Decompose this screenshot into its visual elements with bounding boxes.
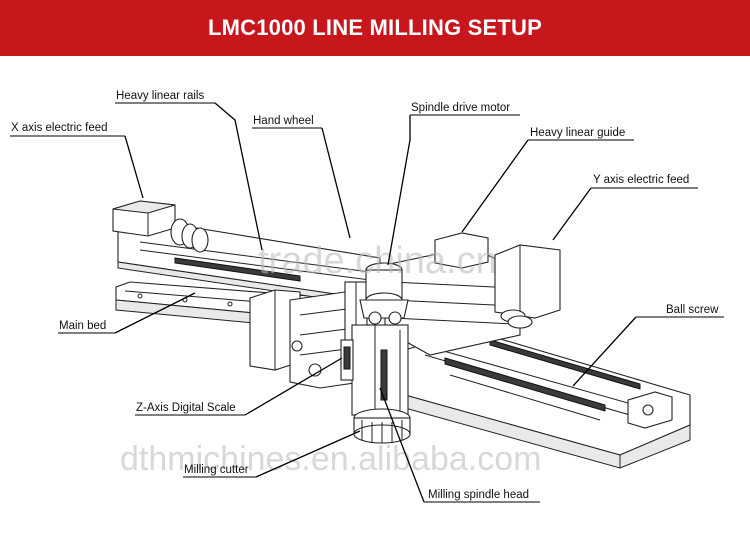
label-z-axis-digital-scale: Z-Axis Digital Scale	[136, 402, 236, 414]
label-heavy-linear-guide: Heavy linear guide	[530, 127, 625, 139]
label-milling-spindle-head: Milling spindle head	[428, 489, 529, 501]
spindle-head-drawing	[340, 324, 411, 444]
x-axis-rail-drawing	[112, 200, 381, 301]
bridge-drawing	[384, 232, 561, 356]
label-hand-wheel: Hand wheel	[253, 115, 314, 127]
y-axis-rail-drawing	[404, 329, 691, 469]
label-spindle-drive-motor: Spindle drive motor	[411, 102, 510, 114]
label-heavy-linear-rails: Heavy linear rails	[116, 90, 204, 102]
leader-lines	[10, 102, 724, 503]
label-main-bed: Main bed	[59, 320, 106, 332]
label-ball-screw: Ball screw	[666, 304, 719, 316]
watermark-trade: trade.china.cn	[258, 240, 497, 282]
label-y-axis-electric-feed: Y axis electric feed	[593, 174, 689, 186]
label-x-axis-electric-feed: X axis electric feed	[11, 122, 108, 134]
header-banner: LMC1000 LINE MILLING SETUP	[0, 0, 750, 56]
watermark-site: dthmichines.en.alibaba.com	[120, 440, 541, 478]
page-title: LMC1000 LINE MILLING SETUP	[207, 15, 543, 40]
label-milling-cutter: Milling cutter	[184, 464, 249, 476]
